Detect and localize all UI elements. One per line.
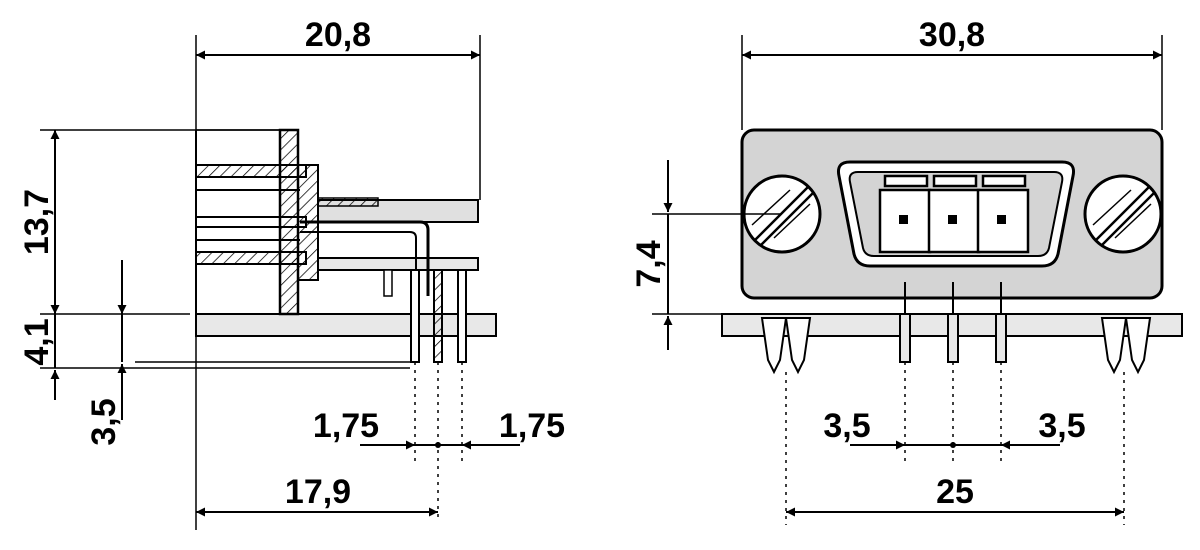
dim-front-pin-pitch-left: 3,5 — [823, 407, 870, 445]
dim-side-overall-width: 20,8 — [305, 16, 371, 54]
dim-side-pin-pitch-right: 1,75 — [499, 407, 565, 445]
front-board-lock-left — [760, 317, 812, 525]
front-view: 30,8 7,4 3,5 3,5 25 — [630, 16, 1183, 525]
dim-side-height: 13,7 — [18, 189, 56, 255]
side-pins — [410, 269, 467, 520]
side-pcb-board — [195, 313, 497, 337]
front-board-lock-right — [1100, 317, 1152, 525]
dim-side-pin-pitch-left: 1,75 — [313, 407, 379, 445]
front-screw-right — [1083, 174, 1163, 254]
dim-front-pin-pitch-right: 3,5 — [1038, 407, 1085, 445]
dim-front-overall-width: 30,8 — [919, 16, 985, 54]
front-pins — [899, 282, 1007, 465]
dim-side-board-gap: 4,1 — [18, 318, 56, 365]
dim-side-pin-to-front: 17,9 — [285, 473, 351, 511]
side-connector-housing — [195, 128, 479, 316]
front-contacts — [878, 174, 1030, 254]
dim-side-pin-length: 3,5 — [85, 398, 123, 445]
side-view: 20,8 13,7 4,1 3,5 1,75 1,75 17,9 — [18, 16, 565, 530]
dim-front-center-height: 7,4 — [630, 240, 668, 287]
dim-front-mount-spacing: 25 — [936, 473, 974, 511]
